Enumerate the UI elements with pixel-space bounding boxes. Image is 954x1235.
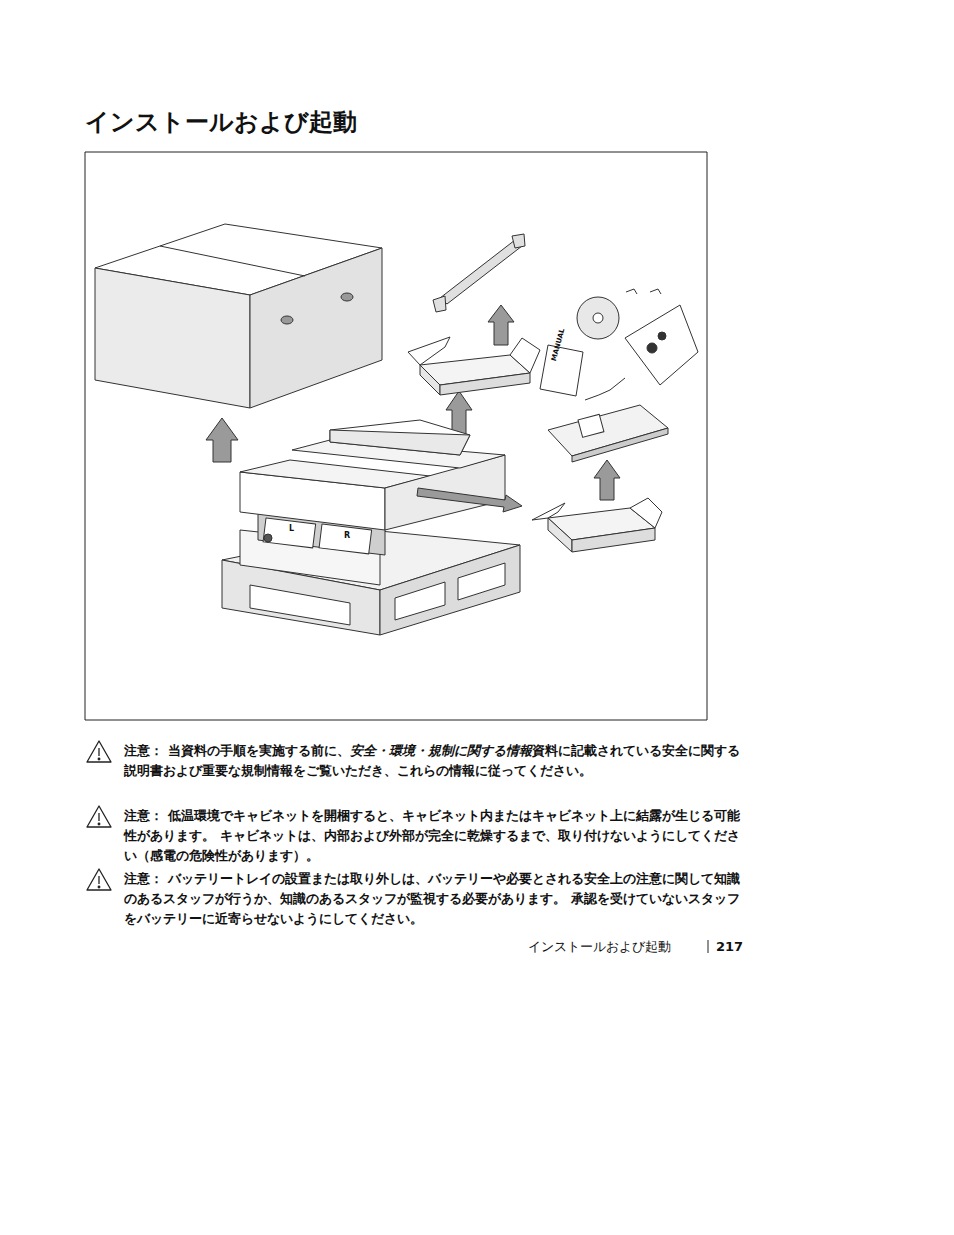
footer-separator xyxy=(708,940,709,953)
unit-side-label: R xyxy=(344,531,350,540)
figure-frame xyxy=(85,152,707,720)
text-label: 低温環境でキャビネットを開梱すると、キャビネット内またはキャビネット上に結露が生… xyxy=(124,808,740,863)
text-label: インストールおよび起動 xyxy=(528,939,671,954)
page-title: インストールおよび起動 xyxy=(85,106,357,138)
lift-arrows xyxy=(206,305,620,500)
caution-icons xyxy=(87,741,111,890)
text-label: L xyxy=(289,524,294,533)
caution-note: 注意：当資料の手順を実施する前に、安全・環境・規制に関する情報資料に記載されてい… xyxy=(124,741,749,781)
text-label: R xyxy=(344,531,350,540)
caution-note: 注意：低温環境でキャビネットを開梱すると、キャビネット内またはキャビネット上に結… xyxy=(124,806,749,866)
foam-packing xyxy=(240,420,505,530)
footer-section: インストールおよび起動 xyxy=(528,939,671,955)
rail-bracket xyxy=(433,234,525,312)
carton-box xyxy=(95,224,382,408)
text-label: 安全・環境・規制に関する情報 xyxy=(350,743,532,758)
text-label: 217 xyxy=(716,939,743,954)
page-number: 217 xyxy=(716,939,743,955)
caution-label: 注意： xyxy=(124,808,163,823)
caution-label: 注意： xyxy=(124,871,163,886)
unit-side-label: L xyxy=(289,524,294,533)
accessories xyxy=(540,289,698,462)
caution-label: 注意： xyxy=(124,743,163,758)
text-label: バッテリートレイの設置または取り外しは、バッテリーや必要とされる安全上の注意に関… xyxy=(124,871,740,926)
text-label: 当資料の手順を実施する前に、 xyxy=(168,743,350,758)
caution-note: 注意：バッテリートレイの設置または取り外しは、バッテリーや必要とされる安全上の注… xyxy=(124,869,749,929)
pull-arrow xyxy=(417,488,522,512)
